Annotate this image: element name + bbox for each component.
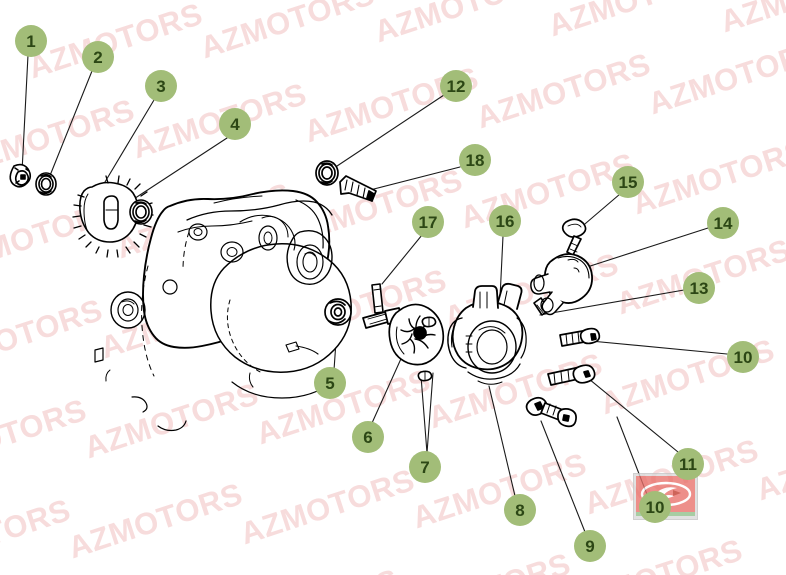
watermark-text: AZMOTORS (64, 476, 247, 566)
callout-marker-16[interactable]: 16 (489, 205, 521, 237)
callout-marker-4[interactable]: 4 (219, 108, 251, 140)
callout-label: 7 (420, 457, 430, 477)
part-oil-seal (324, 298, 352, 326)
callout-label: 8 (515, 500, 525, 520)
part-dowel-pins (417, 316, 437, 382)
part-bolt-stud (339, 175, 377, 202)
watermark-text: AZMOTORS (0, 192, 123, 282)
part-circlip (9, 163, 32, 188)
part-washer-small (315, 160, 339, 186)
watermark-text: AZMOTORS (268, 262, 451, 352)
watermark-text: AZMOTORS (644, 32, 786, 122)
watermark-text: AZMOTORS (196, 0, 379, 66)
callout-marker-10[interactable]: 10 (727, 341, 759, 373)
callout-marker-10[interactable]: 10 (639, 491, 671, 523)
callout-label: 10 (645, 497, 665, 517)
part-thermostat-housing (530, 253, 593, 316)
callout-marker-17[interactable]: 17 (412, 206, 444, 238)
part-dowel (533, 297, 550, 316)
callout-marker-18[interactable]: 18 (459, 144, 491, 176)
callout-label: 4 (230, 114, 240, 134)
watermark-text: AZMOTORS (0, 492, 75, 575)
part-flange-bolt-lower (525, 396, 577, 428)
watermark-text: AZMOTORS (544, 0, 727, 44)
part-washer (35, 172, 57, 196)
watermark-text: AZMOTORS (716, 0, 786, 40)
callout-label: 13 (689, 278, 709, 298)
callout-marker-14[interactable]: 14 (707, 207, 739, 239)
callout-marker-15[interactable]: 15 (612, 166, 644, 198)
part-washer-outer (129, 199, 153, 225)
callout-marker-13[interactable]: 13 (683, 272, 715, 304)
watermark-text: AZMOTORS (220, 562, 403, 575)
watermark-text: AZMOTORS (24, 0, 207, 86)
part-crankcase-cover (94, 189, 352, 432)
watermark-text: AZMOTORS (0, 392, 91, 482)
watermark-text: AZMOTORS (424, 346, 607, 436)
watermark-text: AZMOTORS (236, 462, 419, 552)
watermark-text: AZMOTORS (80, 376, 263, 466)
watermark-text: AZMOTORS (96, 276, 279, 366)
callout-label: 2 (93, 47, 103, 67)
callout-marker-9[interactable]: 9 (574, 530, 606, 562)
callout-marker-11[interactable]: 11 (672, 448, 704, 480)
callout-marker-1[interactable]: 1 (15, 25, 47, 57)
callout-marker-12[interactable]: 12 (440, 70, 472, 102)
callout-label: 17 (418, 212, 438, 232)
watermark-text: AZMOTORS (752, 418, 786, 508)
leader-lines (21, 54, 728, 533)
part-driven-gear (72, 175, 154, 258)
callout-label: 1 (26, 31, 36, 51)
callout-label: 9 (585, 536, 595, 556)
callout-marker-8[interactable]: 8 (504, 494, 536, 526)
callout-marker-6[interactable]: 6 (352, 421, 384, 453)
watermark-text: AZMOTORS (472, 46, 655, 136)
callout-label: 14 (713, 213, 733, 233)
part-impeller-shaft (362, 303, 445, 366)
watermark-text: AZMOTORS (370, 0, 553, 50)
watermark-text: AZMOTORS (440, 246, 623, 336)
callout-label: 3 (156, 76, 166, 96)
callout-marker-3[interactable]: 3 (145, 70, 177, 102)
callout-label: 15 (618, 172, 638, 192)
callout-marker-5[interactable]: 5 (314, 367, 346, 399)
callout-label: 10 (733, 347, 753, 367)
callout-label: 16 (495, 211, 515, 231)
watermark-text: AZMOTORS (392, 546, 575, 575)
callout-marker-2[interactable]: 2 (82, 41, 114, 73)
callout-label: 11 (679, 454, 697, 474)
part-flange-bolt-upper (559, 327, 601, 347)
watermark-text: AZMOTORS (284, 162, 467, 252)
part-water-pump-housing (447, 282, 527, 385)
watermark-text: AZMOTORS (112, 176, 295, 266)
part-flange-bolt-middle (547, 364, 596, 386)
watermark-text: AZMOTORS (628, 132, 786, 222)
logo-accent (673, 490, 681, 496)
callout-marker-7[interactable]: 7 (409, 451, 441, 483)
callout-label: 6 (363, 427, 373, 447)
callout-label: 18 (465, 150, 485, 170)
part-bleed-screw (561, 218, 587, 265)
part-pin (371, 283, 384, 314)
watermark-text: AZMOTORS (0, 92, 139, 182)
callout-label: 12 (446, 76, 466, 96)
callout-label: 5 (325, 373, 335, 393)
watermark-text: AZMOTORS (0, 292, 107, 382)
